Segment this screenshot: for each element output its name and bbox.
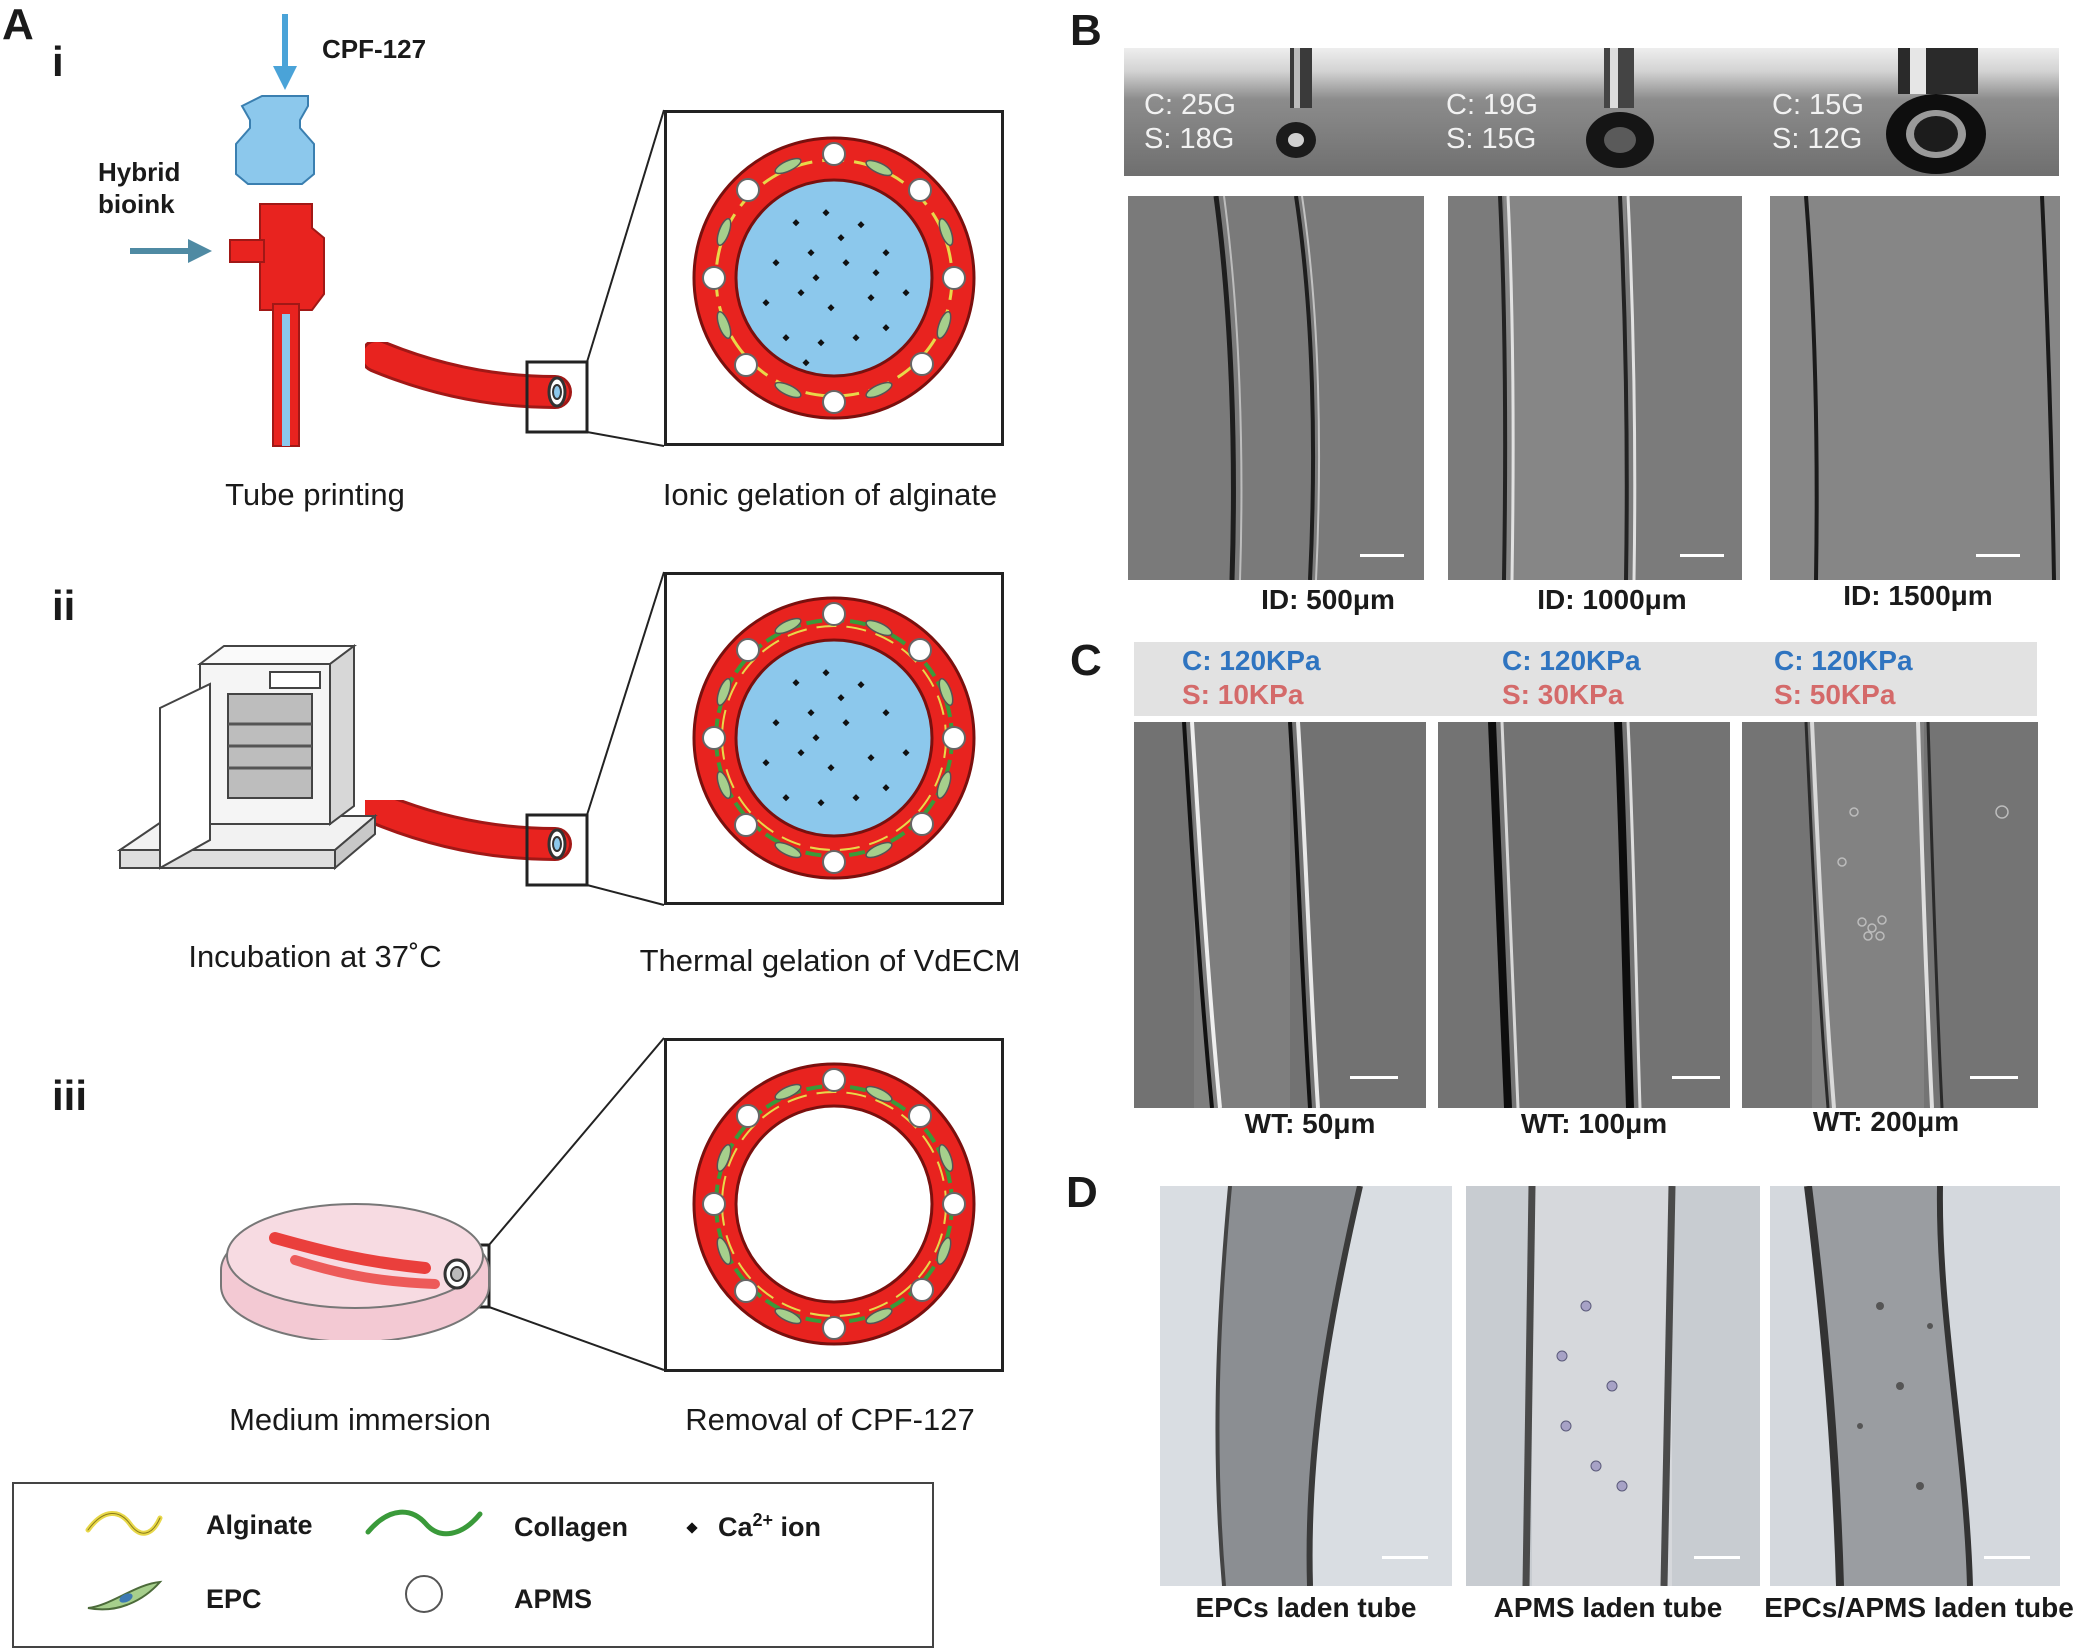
pressure-settings: C: 120KPa S: 10KPa C: 120KPa S: 30KPa C:… bbox=[1134, 642, 2037, 716]
step-iii-label: iii bbox=[52, 1072, 88, 1119]
scale-bar bbox=[1350, 1076, 1398, 1079]
wt-label-3: WT: 200μm bbox=[1812, 1106, 1960, 1137]
ca-ion-icon bbox=[686, 1522, 698, 1534]
legend-ca-ion: Ca2+ ion bbox=[718, 1510, 821, 1543]
nozzle-label-3: C: 15G S: 12G bbox=[1772, 89, 1864, 155]
ca-ion-prefix: Ca bbox=[718, 1512, 753, 1542]
hybrid-bioink-label: Hybrid bioink bbox=[98, 157, 181, 219]
pressure-1: C: 120KPa S: 10KPa bbox=[1182, 644, 1321, 712]
d-label-3: EPCs/APMS laden tube bbox=[1764, 1592, 2074, 1623]
core-pressure-2: C: 120KPa bbox=[1502, 645, 1641, 676]
nozzle-label-1: C: 25G S: 18G bbox=[1144, 89, 1236, 155]
micrograph-c2 bbox=[1438, 722, 1730, 1108]
micrograph-d2 bbox=[1466, 1186, 1760, 1586]
id-label-2: ID: 1000μm bbox=[1537, 584, 1687, 615]
scale-bar bbox=[1672, 1076, 1720, 1079]
nozzle-photo: C: 25G S: 18G C: 19G S: 15G C: 15G S: 12… bbox=[1124, 48, 2059, 176]
micrograph-b2 bbox=[1448, 196, 1742, 580]
shell-pressure-3: S: 50KPa bbox=[1774, 679, 1896, 710]
nozzle-shapes bbox=[1276, 48, 1986, 174]
core-pressure-3: C: 120KPa bbox=[1774, 645, 1913, 676]
legend-epc: EPC bbox=[206, 1584, 262, 1614]
epc-icon bbox=[87, 1580, 163, 1611]
step-i-label: i bbox=[52, 38, 64, 85]
wt-label-1: WT: 50μm bbox=[1244, 1108, 1376, 1139]
step-ii-label: ii bbox=[52, 582, 76, 629]
legend-collagen: Collagen bbox=[514, 1512, 629, 1542]
legend-apms: APMS bbox=[514, 1584, 593, 1614]
nozzle-label-2: C: 19G S: 15G bbox=[1446, 89, 1538, 155]
caption-incubation: Incubation at 37˚C bbox=[188, 939, 442, 974]
panel-label-a: A bbox=[2, 0, 34, 49]
micrograph-c3 bbox=[1742, 722, 2038, 1108]
panel-label-b: B bbox=[1070, 6, 1102, 55]
micrograph-c1 bbox=[1134, 722, 1426, 1108]
coaxial-printhead-illustration bbox=[130, 14, 325, 447]
scale-bar bbox=[1382, 1556, 1428, 1559]
shell-pressure-1: S: 10KPa bbox=[1182, 679, 1304, 710]
zoom-connectors bbox=[425, 109, 665, 1371]
micrograph-d3 bbox=[1770, 1186, 2060, 1586]
caption-removal: Removal of CPF-127 bbox=[685, 1402, 975, 1437]
pressure-3: C: 120KPa S: 50KPa bbox=[1774, 644, 1913, 712]
core-pressure-1: C: 120KPa bbox=[1182, 645, 1321, 676]
printed-tube-i bbox=[365, 342, 572, 409]
caption-medium-immersion: Medium immersion bbox=[229, 1402, 491, 1437]
petri-dish-illustration bbox=[220, 1203, 490, 1340]
scale-bar bbox=[1984, 1556, 2030, 1559]
micrograph-b3 bbox=[1770, 196, 2060, 580]
id-label-3: ID: 1500μm bbox=[1843, 580, 1993, 611]
legend-alginate: Alginate bbox=[206, 1510, 313, 1540]
wt-label-2: WT: 100μm bbox=[1520, 1108, 1668, 1139]
scale-bar bbox=[1976, 554, 2020, 557]
apms-icon bbox=[405, 1575, 443, 1613]
cpf-127-label: CPF-127 bbox=[322, 34, 427, 64]
alginate-icon bbox=[85, 1511, 163, 1536]
legend: Alginate Collagen Ca2+ ion EPC APMS bbox=[12, 1482, 934, 1648]
collagen-icon bbox=[365, 1509, 483, 1537]
scale-bar bbox=[1970, 1076, 2018, 1079]
ca-ion-suffix: ion bbox=[773, 1512, 822, 1542]
caption-ionic-gelation: Ionic gelation of alginate bbox=[662, 477, 998, 512]
cross-section-hollow bbox=[664, 1038, 1004, 1372]
cross-section-ionic bbox=[664, 110, 1004, 446]
scale-bar bbox=[1360, 554, 1404, 557]
caption-thermal-gelation: Thermal gelation of VdECM bbox=[639, 943, 1021, 978]
printed-tube-ii bbox=[365, 800, 572, 861]
cross-section-thermal bbox=[664, 572, 1004, 905]
panel-label-c: C bbox=[1070, 636, 1102, 685]
scale-bar bbox=[1694, 1556, 1740, 1559]
micrograph-d1 bbox=[1160, 1186, 1452, 1586]
d-label-2: APMS laden tube bbox=[1493, 1592, 1723, 1623]
ca-ion-charge: 2+ bbox=[752, 1510, 774, 1530]
d-label-1: EPCs laden tube bbox=[1195, 1592, 1417, 1623]
panel-label-d: D bbox=[1066, 1168, 1098, 1217]
pressure-2: C: 120KPa S: 30KPa bbox=[1502, 644, 1641, 712]
shell-pressure-2: S: 30KPa bbox=[1502, 679, 1624, 710]
micrograph-b1 bbox=[1128, 196, 1424, 580]
scale-bar bbox=[1680, 554, 1724, 557]
incubator-illustration bbox=[116, 644, 378, 871]
caption-tube-printing: Tube printing bbox=[225, 477, 405, 512]
id-label-1: ID: 500μm bbox=[1261, 584, 1395, 615]
